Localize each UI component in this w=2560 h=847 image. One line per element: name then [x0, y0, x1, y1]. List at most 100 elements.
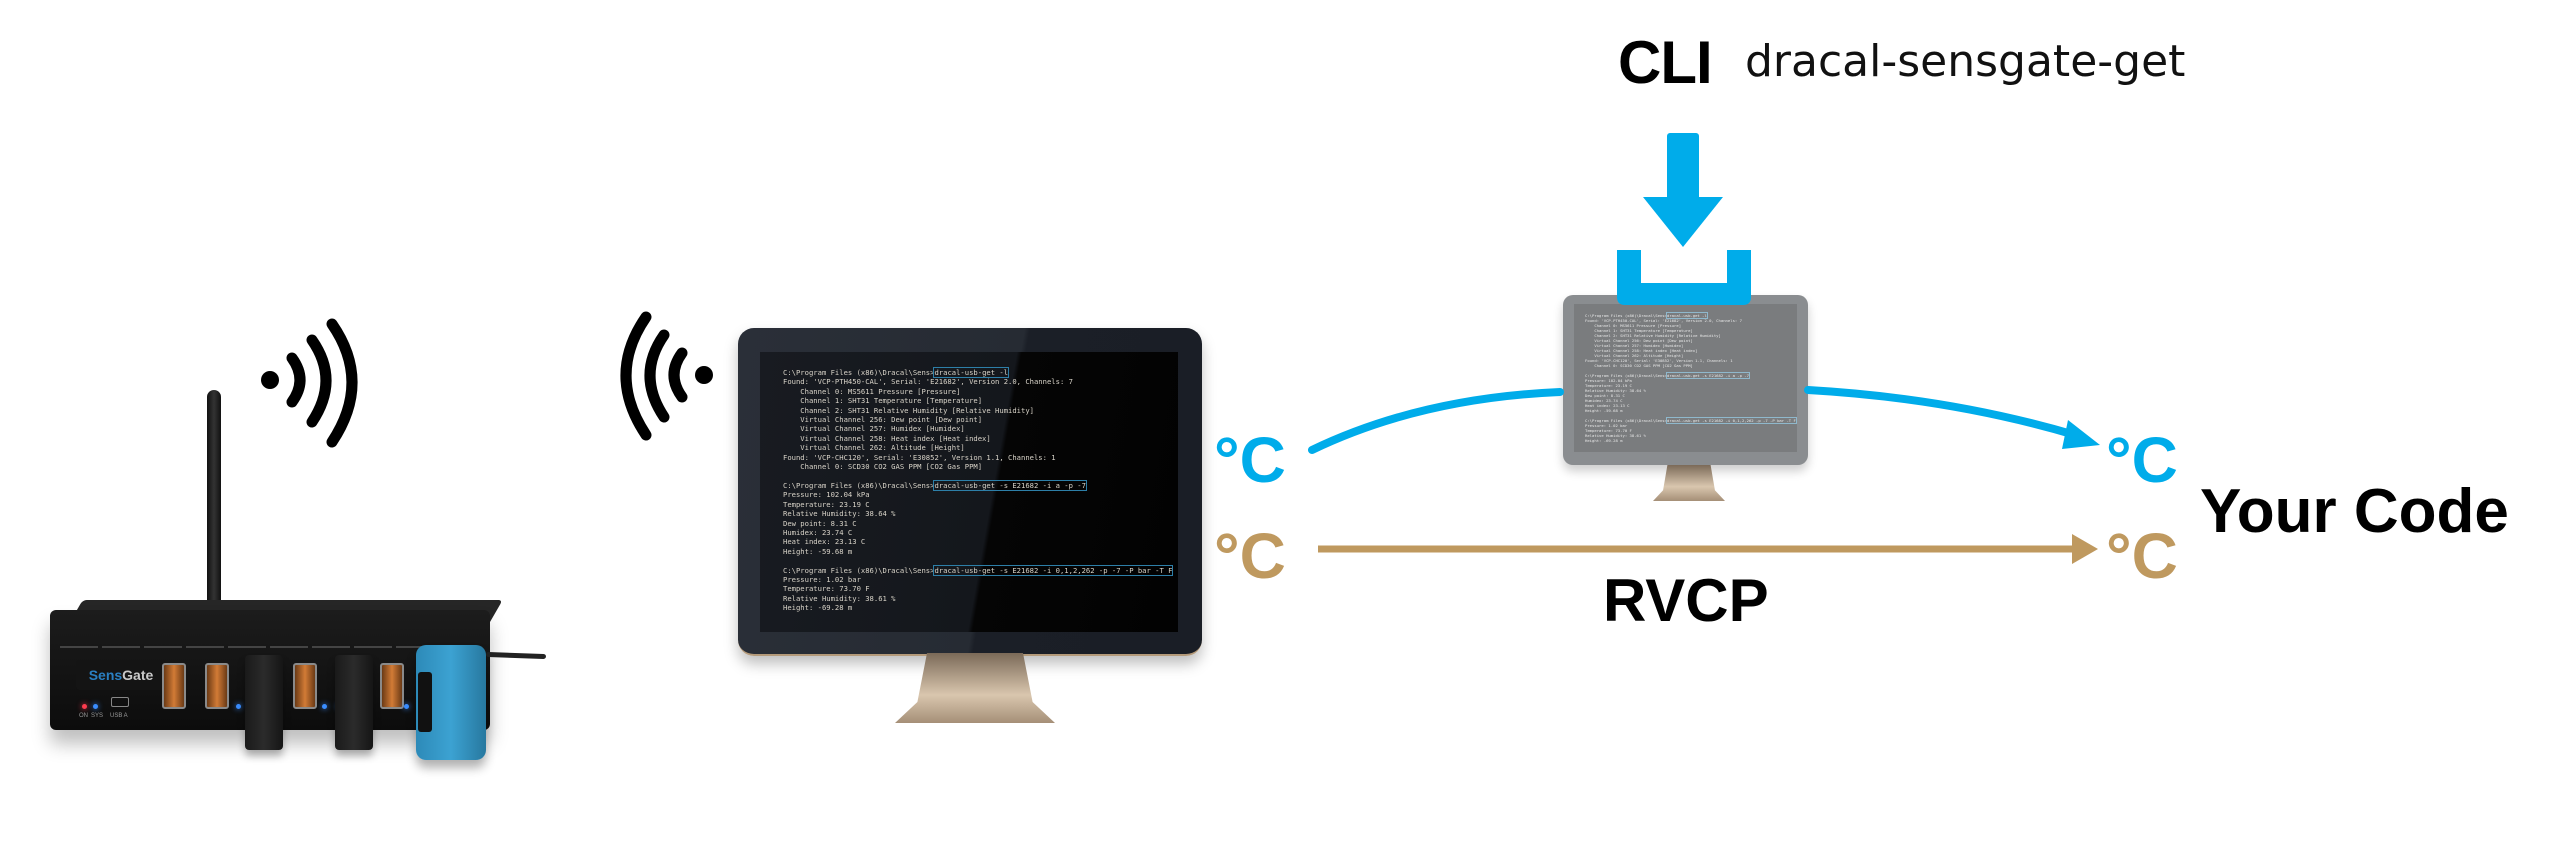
power-led — [82, 704, 87, 709]
port-led — [322, 704, 327, 709]
usb-port-4 — [380, 663, 404, 709]
terminal-line: Found: 'VCP-PTH450-CAL', Serial: 'E21682… — [1585, 318, 1742, 323]
terminal-line: Virtual Channel 256: Dew point [Dew poin… — [783, 415, 983, 425]
terminal-command: dracal-usb-get -s E21682 -i 0,1,2,262 -p… — [1665, 417, 1797, 424]
terminal-line: Channel 2: SHT31 Relative Humidity [Rela… — [783, 405, 1034, 415]
usb-port-1 — [162, 663, 186, 709]
terminal-line: Height: -59.68 m — [1585, 408, 1623, 413]
usb-dongle-1 — [245, 655, 283, 750]
celsius-cli-source: °C — [1214, 424, 1286, 496]
terminal-line: C:\Program Files (x86)\Dracal\Sens>draca… — [783, 367, 1172, 378]
cli-flow-arc-right — [1804, 386, 2079, 439]
terminal-line: Channel 2: SHT31 Relative Humidity [Rela… — [1585, 333, 1721, 338]
download-arrow-shaft — [1667, 133, 1699, 203]
terminal-line: C:\Program Files (x86)\Dracal\Sens>draca… — [1585, 417, 1797, 424]
usb-dongle-2 — [335, 655, 373, 750]
terminal-line: C:\Program Files (x86)\Dracal\Sens>draca… — [1585, 372, 1796, 379]
terminal-line: Height: -69.28 m — [783, 603, 853, 613]
usb-port-3 — [293, 663, 317, 709]
terminal-command: dracal-usb-get -s E21682 -i a -p -7 — [1665, 372, 1750, 379]
rvcp-flow-arrowhead — [2072, 534, 2098, 564]
sensgate-logo: SensGate — [76, 660, 166, 690]
download-tray — [1617, 250, 1751, 305]
cli-flow-arrowhead — [2062, 420, 2100, 449]
terminal-line: Heat index: 23.13 C — [783, 537, 866, 547]
terminal-line: Pressure: 102.04 kPa — [1585, 378, 1632, 383]
terminal-line: Found: 'VCP-CHC120', Serial: 'E30852', V… — [783, 452, 1056, 462]
terminal-command: dracal-usb-get -s E21682 -i 0,1,2,262 -p… — [933, 564, 1174, 576]
terminal-prompt: C:\Program Files (x86)\Dracal\Sens> — [1585, 313, 1667, 318]
terminal-line: Temperature: 23.19 C — [1585, 383, 1632, 388]
led-label-sys: SYS — [91, 713, 104, 719]
cli-flow-arc-left — [1308, 388, 1564, 454]
main-monitor-screen — [760, 352, 1178, 632]
wifi-signal-left-icon — [620, 311, 713, 441]
port-led — [404, 704, 409, 709]
port-led — [236, 704, 241, 709]
terminal-line: Humidex: 23.74 C — [1585, 398, 1623, 403]
router-antenna — [207, 390, 221, 615]
celsius-rvcp-destination: °C — [2106, 520, 2178, 592]
your-code-label: Your Code — [2200, 477, 2509, 546]
cli-command-name: dracal-sensgate-get — [1745, 36, 2186, 87]
terminal-line: Height: -69.28 m — [1585, 438, 1623, 443]
terminal-line: Pressure: 102.04 kPa — [783, 490, 870, 500]
terminal-line: Channel 1: SHT31 Temperature [Temperatur… — [1585, 328, 1693, 333]
celsius-cli-destination: °C — [2106, 424, 2178, 496]
wifi-dot — [695, 366, 713, 384]
terminal-line: Height: -59.68 m — [783, 546, 853, 556]
terminal-command: dracal-usb-get -l — [1665, 312, 1708, 319]
terminal-prompt: C:\Program Files (x86)\Dracal\Sens> — [783, 480, 935, 490]
terminal-line: Temperature: 73.70 F — [783, 584, 870, 594]
terminal-line: Pressure: 1.02 bar — [783, 574, 861, 584]
terminal-line: Humidex: 23.74 C — [783, 527, 853, 537]
terminal-prompt: C:\Program Files (x86)\Dracal\Sens> — [1585, 373, 1667, 378]
terminal-line: Virtual Channel 258: Heat index [Heat in… — [1585, 348, 1698, 353]
sys-led — [93, 704, 98, 709]
terminal-prompt: C:\Program Files (x86)\Dracal\Sens> — [783, 368, 935, 377]
terminal-line: Relative Humidity: 38.61 % — [1585, 433, 1646, 438]
router-grooves — [60, 646, 480, 648]
terminal-line: Virtual Channel 257: Humidex [Humidex] — [1585, 343, 1684, 348]
terminal-line: Virtual Channel 258: Heat index [Heat in… — [783, 433, 991, 443]
terminal-line: Relative Humidity: 38.64 % — [783, 509, 896, 519]
terminal-line: Channel 0: MS5611 Pressure [Pressure] — [783, 386, 961, 396]
download-arrow-head — [1643, 197, 1723, 247]
cli-title: CLI — [1618, 29, 1713, 96]
terminal-prompt: C:\Program Files (x86)\Dracal\Sens> — [1585, 418, 1667, 423]
terminal-line: Relative Humidity: 38.64 % — [1585, 388, 1646, 393]
wifi-signal-right-icon — [261, 318, 358, 448]
celsius-rvcp-source: °C — [1214, 520, 1286, 592]
terminal-line: Dew point: 8.31 C — [783, 518, 857, 528]
terminal-line: C:\Program Files (x86)\Dracal\Sens>draca… — [783, 479, 1172, 491]
wifi-arc-3 — [620, 311, 652, 441]
wifi-arc-1 — [286, 352, 306, 408]
mini-usb-port — [111, 697, 129, 707]
terminal-line: Virtual Channel 262: Altitude [Height] — [1585, 353, 1684, 358]
terminal-line: Pressure: 1.02 bar — [1585, 423, 1628, 428]
terminal-line: Temperature: 73.70 F — [1585, 428, 1632, 433]
terminal-line: Found: 'VCP-CHC120', Serial: 'E30852', V… — [1585, 358, 1733, 363]
terminal-line: C:\Program Files (x86)\Dracal\Sens>draca… — [1585, 312, 1796, 319]
sensor-label — [418, 672, 432, 732]
terminal-command: dracal-usb-get -s E21682 -i a -p -7 — [933, 479, 1087, 491]
wifi-arc-1 — [668, 347, 688, 403]
terminal-line: Temperature: 23.19 C — [783, 499, 870, 509]
wifi-arc-2 — [306, 334, 332, 428]
terminal-prompt: C:\Program Files (x86)\Dracal\Sens> — [783, 565, 935, 575]
terminal-line: Relative Humidity: 38.61 % — [783, 593, 896, 603]
terminal-line: Virtual Channel 262: Altitude [Height] — [783, 443, 965, 453]
terminal-line: Virtual Channel 257: Humidex [Humidex] — [783, 424, 965, 434]
terminal-line: Found: 'VCP-PTH450-CAL', Serial: 'E21682… — [783, 377, 1073, 387]
wifi-arc-3 — [326, 318, 358, 448]
usb-port-2 — [205, 663, 229, 709]
terminal-output: C:\Program Files (x86)\Dracal\Sens>draca… — [783, 367, 1174, 613]
wifi-dot — [261, 371, 279, 389]
cli-terminal-output: C:\Program Files (x86)\Dracal\Sens>draca… — [1585, 312, 1797, 443]
wifi-arc-2 — [644, 329, 670, 423]
rvcp-label: RVCP — [1603, 567, 1769, 634]
usb-port-label: USB A — [110, 713, 128, 719]
terminal-line: Heat index: 23.13 C — [1585, 403, 1630, 408]
terminal-line: Channel 0: SCD30 CO2 GAS PPM [CO2 Gas PP… — [1585, 363, 1693, 368]
